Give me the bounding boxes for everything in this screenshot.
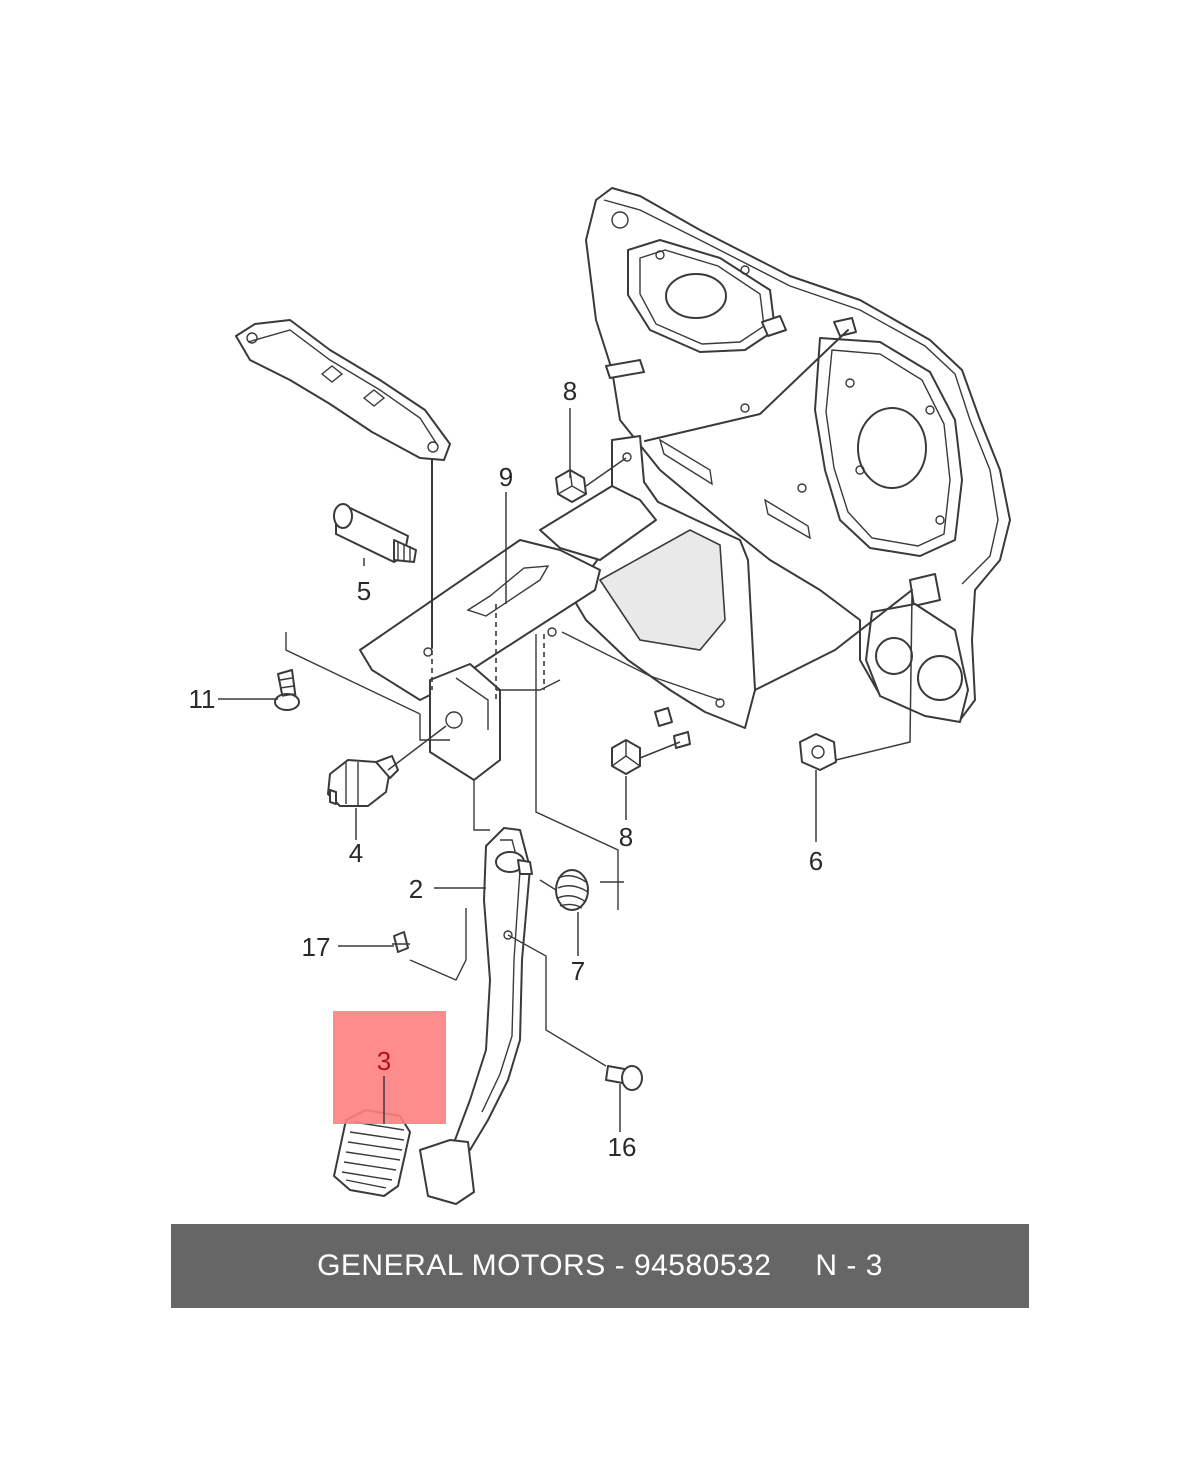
nut-8-lower xyxy=(611,739,641,775)
reinforcement-bar xyxy=(235,319,451,649)
firewall-mounting-plate xyxy=(585,187,1011,723)
callout-label-16: 16 xyxy=(608,1132,637,1162)
callout-label-5: 5 xyxy=(357,576,371,606)
callout-label-3: 3 xyxy=(377,1046,391,1076)
callout-leaders xyxy=(218,408,913,1132)
callout-label-11: 11 xyxy=(189,684,216,714)
highlight-box xyxy=(333,1011,446,1124)
callout-label-2: 2 xyxy=(409,874,423,904)
callout-label-17: 17 xyxy=(302,932,331,962)
pedal-bracket xyxy=(359,329,913,781)
callout-label-9: 9 xyxy=(499,462,513,492)
nut-8-upper xyxy=(555,469,587,503)
callout-label-7: 7 xyxy=(571,956,585,986)
return-spring xyxy=(555,869,589,911)
stop-lamp-switch xyxy=(327,755,399,807)
callout-labels: 8 9 5 11 4 8 6 2 17 7 3 16 xyxy=(189,376,824,1162)
nut-6 xyxy=(799,733,837,771)
part-info-bar: GENERAL MOTORS - 94580532 N - 3 xyxy=(171,1224,1029,1308)
assembly-lines xyxy=(285,631,721,1067)
callout-reference: N - 3 xyxy=(815,1249,883,1282)
pin-16 xyxy=(605,1065,643,1091)
callout-label-8-upper: 8 xyxy=(563,376,577,406)
callout-label-8-lower: 8 xyxy=(619,822,633,852)
clip-17 xyxy=(392,931,410,953)
callout-label-6: 6 xyxy=(809,846,823,876)
hidden-lines xyxy=(431,604,545,700)
callout-label-4: 4 xyxy=(349,838,363,868)
bolt-11 xyxy=(274,669,300,711)
pivot-bolt xyxy=(333,503,417,563)
brand-part-number: GENERAL MOTORS - 94580532 xyxy=(317,1249,772,1282)
pedal-arm xyxy=(419,827,533,1205)
